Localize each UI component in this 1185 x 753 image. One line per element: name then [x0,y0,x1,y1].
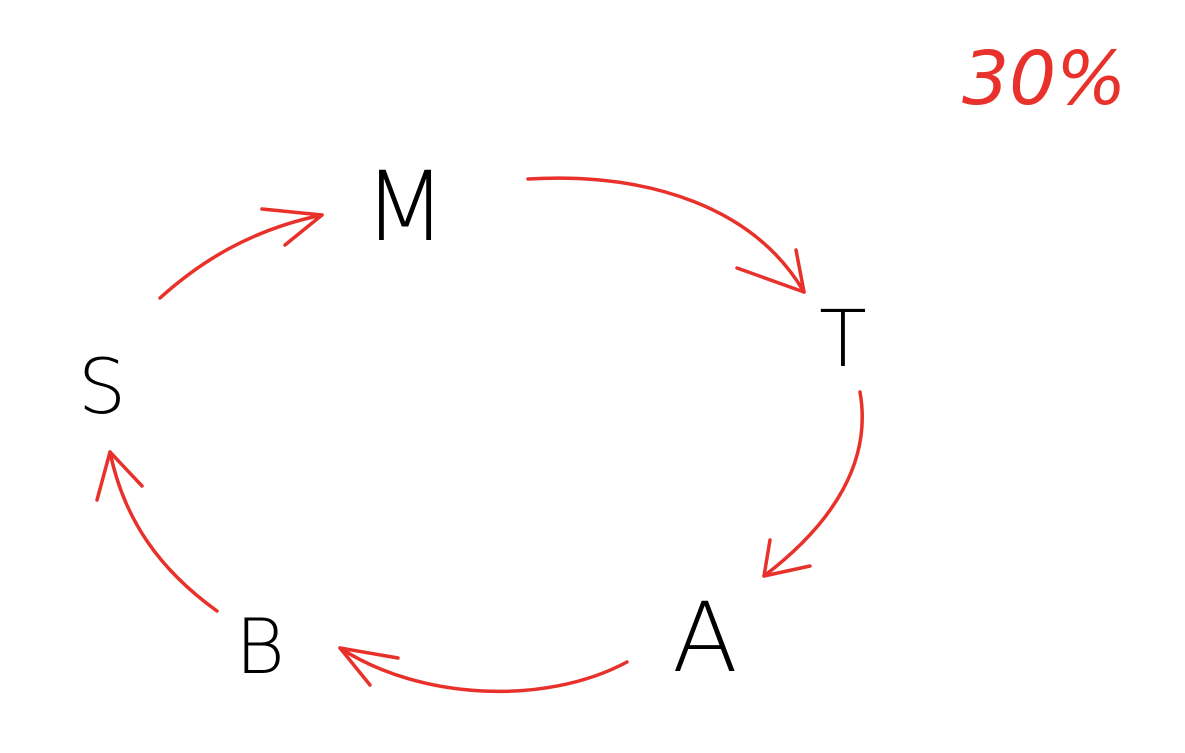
arrow-s-to-m-shaft [158,213,324,300]
arrow-b-to-s [95,450,219,613]
node-s: S [78,342,126,431]
arrow-m-to-t-shaft [526,176,806,294]
node-b: B [235,602,285,691]
arrow-t-to-a-shaft [762,390,864,578]
arrow-m-to-t-head [735,248,806,294]
arrow-a-to-b-head [338,646,400,687]
percentage-annotation: 30% [962,36,1126,122]
arrow-a-to-b-shaft [338,646,629,694]
arrow-b-to-s-shaft [108,450,219,613]
arrow-a-to-b [338,646,629,694]
arrow-t-to-a [762,390,864,578]
node-m: M [364,151,447,263]
arrow-s-to-m-head [260,207,324,247]
arrow-m-to-t [526,176,806,294]
arrow-s-to-m [158,207,324,300]
cycle-arrows [95,176,864,694]
arrow-b-to-s-head [95,450,144,502]
node-t: T [819,295,867,385]
node-a: A [672,582,738,694]
arrow-t-to-a-head [762,538,812,578]
